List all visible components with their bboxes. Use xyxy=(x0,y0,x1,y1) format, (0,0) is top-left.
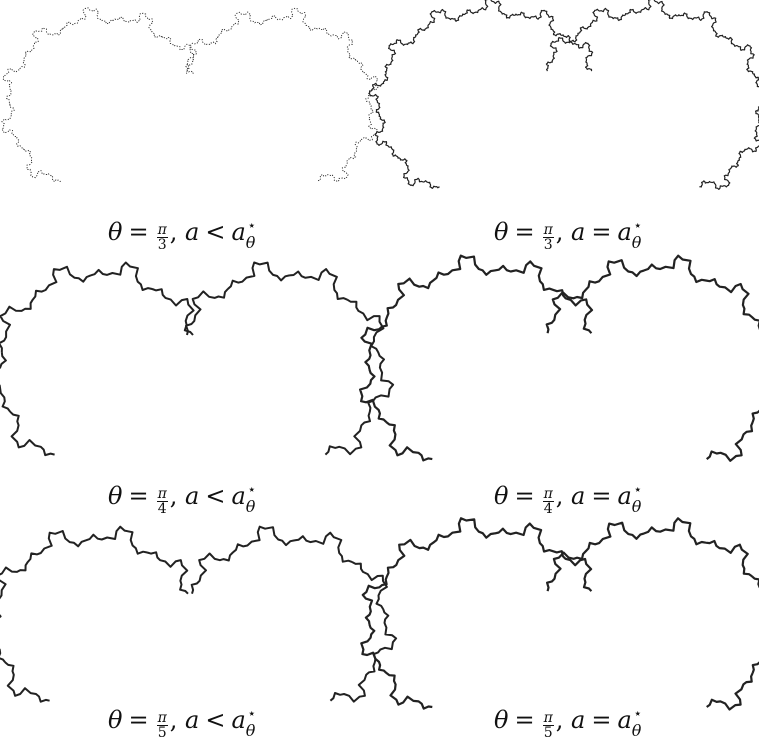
relation-sign: < xyxy=(205,482,226,510)
fractal-panel-theta-pi-4-a-less xyxy=(0,255,395,470)
variable-a: a xyxy=(185,218,200,246)
theta-symbol: θ xyxy=(108,482,123,510)
fractal-panel-theta-pi-3-a-less xyxy=(0,0,380,200)
fractal-left-lobe xyxy=(1,7,195,183)
superscript-star: ⋆ xyxy=(247,218,257,234)
fractal-panel-theta-pi-3-a-equal xyxy=(368,0,759,200)
subscript-theta: θ xyxy=(245,721,256,740)
fractal-left-lobe xyxy=(0,525,189,703)
fractal-curve xyxy=(360,517,759,711)
fractal-right-lobe xyxy=(546,517,759,711)
fractal-left-lobe xyxy=(360,517,593,710)
fraction-denominator: 5 xyxy=(157,725,167,741)
fractal-right-lobe xyxy=(545,0,759,190)
fraction-denominator: 3 xyxy=(157,237,167,253)
variable-a: a xyxy=(571,218,586,246)
fractal-curve xyxy=(368,0,759,190)
fraction-denominator: 4 xyxy=(543,501,553,517)
comma: , xyxy=(169,482,178,510)
critical-a: a xyxy=(617,706,632,734)
equals-sign: = xyxy=(128,482,149,510)
fractal-panel-theta-pi-5-a-equal xyxy=(360,505,759,711)
theta-symbol: θ xyxy=(494,706,509,734)
subscript-theta: θ xyxy=(631,497,642,516)
subscript-theta: θ xyxy=(245,233,256,252)
variable-a: a xyxy=(571,706,586,734)
superscript-star: ⋆ xyxy=(633,482,643,498)
theta-symbol: θ xyxy=(108,706,123,734)
fractal-panel-theta-pi-5-a-less xyxy=(0,505,398,703)
equals-sign: = xyxy=(514,482,535,510)
critical-a: a xyxy=(231,706,246,734)
fraction-numerator: π xyxy=(156,486,168,502)
fractal-right-lobe xyxy=(185,261,395,456)
fractal-left-lobe xyxy=(368,0,594,189)
fraction-numerator: π xyxy=(156,710,168,726)
fractal-curve xyxy=(1,7,379,183)
superscript-star: ⋆ xyxy=(247,706,257,722)
fraction-numerator: π xyxy=(542,222,554,238)
theta-symbol: θ xyxy=(108,218,123,246)
critical-a: a xyxy=(617,482,632,510)
fraction-denominator: 4 xyxy=(157,501,167,517)
fractal-left-lobe xyxy=(0,261,195,457)
fraction-denominator: 3 xyxy=(543,237,553,253)
comma: , xyxy=(555,482,564,510)
critical-a: a xyxy=(231,218,246,246)
relation-sign: = xyxy=(591,706,612,734)
critical-a: a xyxy=(231,482,246,510)
comma: , xyxy=(169,218,178,246)
comma: , xyxy=(555,218,564,246)
relation-sign: < xyxy=(205,218,226,246)
superscript-star: ⋆ xyxy=(247,482,257,498)
relation-sign: = xyxy=(591,482,612,510)
fractal-panel-theta-pi-4-a-equal xyxy=(359,254,759,470)
fractal-right-lobe xyxy=(185,7,379,183)
variable-a: a xyxy=(571,482,586,510)
equals-sign: = xyxy=(514,218,535,246)
equals-sign: = xyxy=(128,706,149,734)
fraction-numerator: π xyxy=(542,486,554,502)
superscript-star: ⋆ xyxy=(633,218,643,234)
relation-sign: < xyxy=(205,706,226,734)
relation-sign: = xyxy=(591,218,612,246)
fractal-curve xyxy=(0,525,398,703)
fractal-right-lobe xyxy=(190,525,398,703)
fraction-denominator: 5 xyxy=(543,725,553,741)
variable-a: a xyxy=(185,706,200,734)
fraction-numerator: π xyxy=(156,222,168,238)
theta-symbol: θ xyxy=(494,218,509,246)
fractal-curve xyxy=(359,254,759,462)
fractal-right-lobe xyxy=(545,254,759,462)
comma: , xyxy=(555,706,564,734)
fraction-numerator: π xyxy=(542,710,554,726)
subscript-theta: θ xyxy=(245,497,256,516)
critical-a: a xyxy=(617,218,632,246)
variable-a: a xyxy=(185,482,200,510)
fractal-left-lobe xyxy=(359,254,594,462)
subscript-theta: θ xyxy=(631,721,642,740)
subscript-theta: θ xyxy=(631,233,642,252)
comma: , xyxy=(169,706,178,734)
equals-sign: = xyxy=(514,706,535,734)
equals-sign: = xyxy=(128,218,149,246)
theta-symbol: θ xyxy=(494,482,509,510)
superscript-star: ⋆ xyxy=(633,706,643,722)
fractal-curve xyxy=(0,261,395,457)
